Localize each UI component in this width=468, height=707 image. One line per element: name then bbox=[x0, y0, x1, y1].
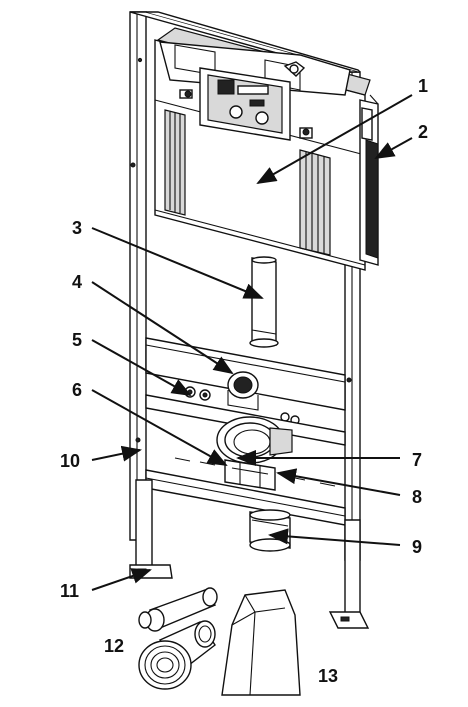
label-10: 10 bbox=[60, 451, 80, 471]
label-3: 3 bbox=[72, 218, 82, 238]
label-9: 9 bbox=[412, 537, 422, 557]
side-bracket bbox=[359, 94, 379, 266]
cistern bbox=[154, 27, 371, 271]
label-4: 4 bbox=[72, 272, 82, 292]
label-5: 5 bbox=[72, 330, 82, 350]
label-1: 1 bbox=[418, 76, 428, 96]
label-12: 12 bbox=[104, 636, 124, 656]
protective-cover bbox=[221, 589, 301, 696]
flush-pipe bbox=[249, 256, 279, 348]
legs bbox=[129, 479, 370, 629]
accessory-pipes bbox=[138, 587, 218, 690]
label-13: 13 bbox=[318, 666, 338, 686]
lower-crossbar bbox=[145, 394, 346, 526]
label-6: 6 bbox=[72, 380, 82, 400]
leader-lines bbox=[91, 94, 413, 591]
label-8: 8 bbox=[412, 487, 422, 507]
waste-pipe bbox=[249, 509, 291, 552]
label-2: 2 bbox=[418, 122, 428, 142]
label-7: 7 bbox=[412, 450, 422, 470]
callout-labels: 1 2 3 4 5 6 7 8 9 10 11 12 13 bbox=[60, 76, 428, 686]
label-11: 11 bbox=[60, 581, 79, 601]
middle-crossbar bbox=[145, 337, 346, 432]
